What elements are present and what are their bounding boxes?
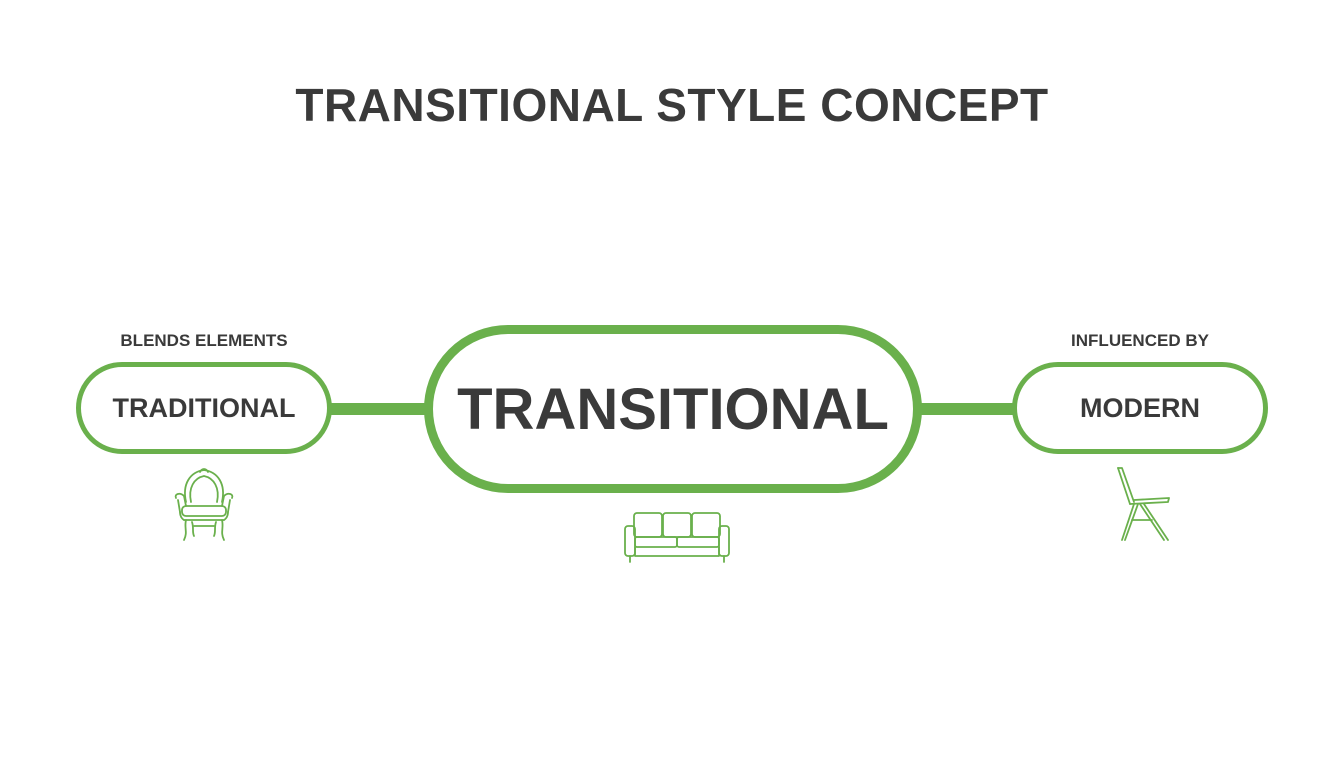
node-traditional-label: TRADITIONAL [112, 392, 296, 423]
node-traditional: TRADITIONAL [76, 362, 332, 454]
sofa-icon [624, 512, 730, 563]
modern-chair-icon [1117, 467, 1170, 541]
connector-left [330, 403, 428, 415]
caption-right: INFLUENCED BY [1071, 331, 1209, 350]
traditional-armchair-icon [174, 468, 234, 541]
node-modern: MODERN [1012, 362, 1268, 454]
node-transitional: TRANSITIONAL [424, 325, 922, 493]
node-modern-label: MODERN [1080, 392, 1200, 423]
diagram-title: TRANSITIONAL STYLE CONCEPT [295, 79, 1049, 131]
caption-left: BLENDS ELEMENTS [120, 331, 288, 350]
node-transitional-label: TRANSITIONAL [457, 376, 889, 442]
connector-right [918, 403, 1016, 415]
